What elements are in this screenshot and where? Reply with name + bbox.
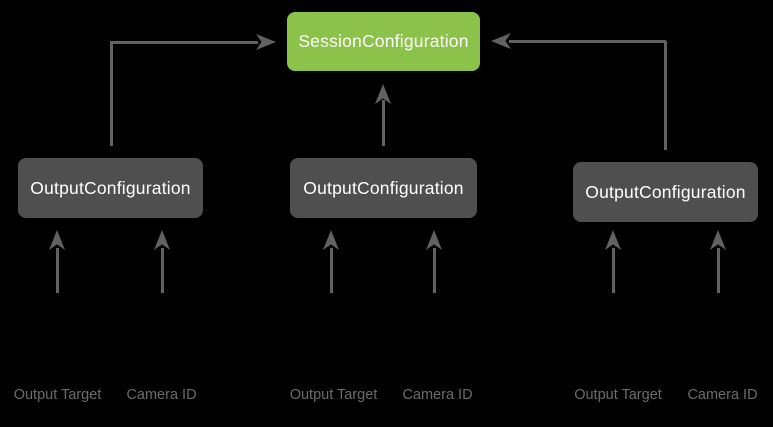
camera-id-label-1: Camera ID [126, 387, 197, 403]
output-target-label-3: Output Target [574, 387, 662, 403]
output-configuration-box-1: OutputConfiguration [18, 158, 203, 218]
arrow-output1-to-session-arrowhead-icon [256, 34, 276, 50]
output-configuration-box-2: OutputConfiguration [290, 158, 477, 218]
output-target-label-2: Output Target [289, 387, 378, 403]
arrow-output3-to-session-vertical-line [664, 41, 667, 150]
arrow-camera-id-1-arrowhead-icon [154, 230, 170, 250]
arrow-output3-to-session-horizontal-line [509, 39, 666, 43]
session-configuration-box: SessionConfiguration [287, 12, 480, 71]
arrow-camera-id-2-line [432, 248, 436, 293]
arrow-output1-to-session-horizontal-line [109, 40, 258, 44]
output-target-label-1: Output Target [13, 387, 102, 403]
arrow-output-target-1-line [55, 248, 59, 293]
arrow-camera-id-3-line [716, 248, 720, 293]
camera-id-label-2: Camera ID [402, 387, 473, 403]
arrow-output1-to-session-vertical-line [109, 42, 113, 146]
arrow-output-target-2-arrowhead-icon [323, 230, 339, 250]
output-configuration-box-3: OutputConfiguration [573, 162, 758, 222]
arrow-output-target-3-arrowhead-icon [605, 230, 621, 250]
arrow-output2-to-session-line [381, 100, 385, 146]
camera-id-label-3: Camera ID [687, 387, 758, 403]
arrow-output-target-2-line [329, 248, 333, 293]
arrow-camera-id-1-line [160, 248, 164, 293]
arrow-camera-id-3-arrowhead-icon [710, 230, 726, 250]
arrow-camera-id-2-arrowhead-icon [426, 230, 442, 250]
arrow-output-target-1-arrowhead-icon [49, 230, 65, 250]
arrow-output-target-3-line [611, 248, 615, 293]
arrow-output3-to-session-arrowhead-icon [491, 33, 511, 49]
